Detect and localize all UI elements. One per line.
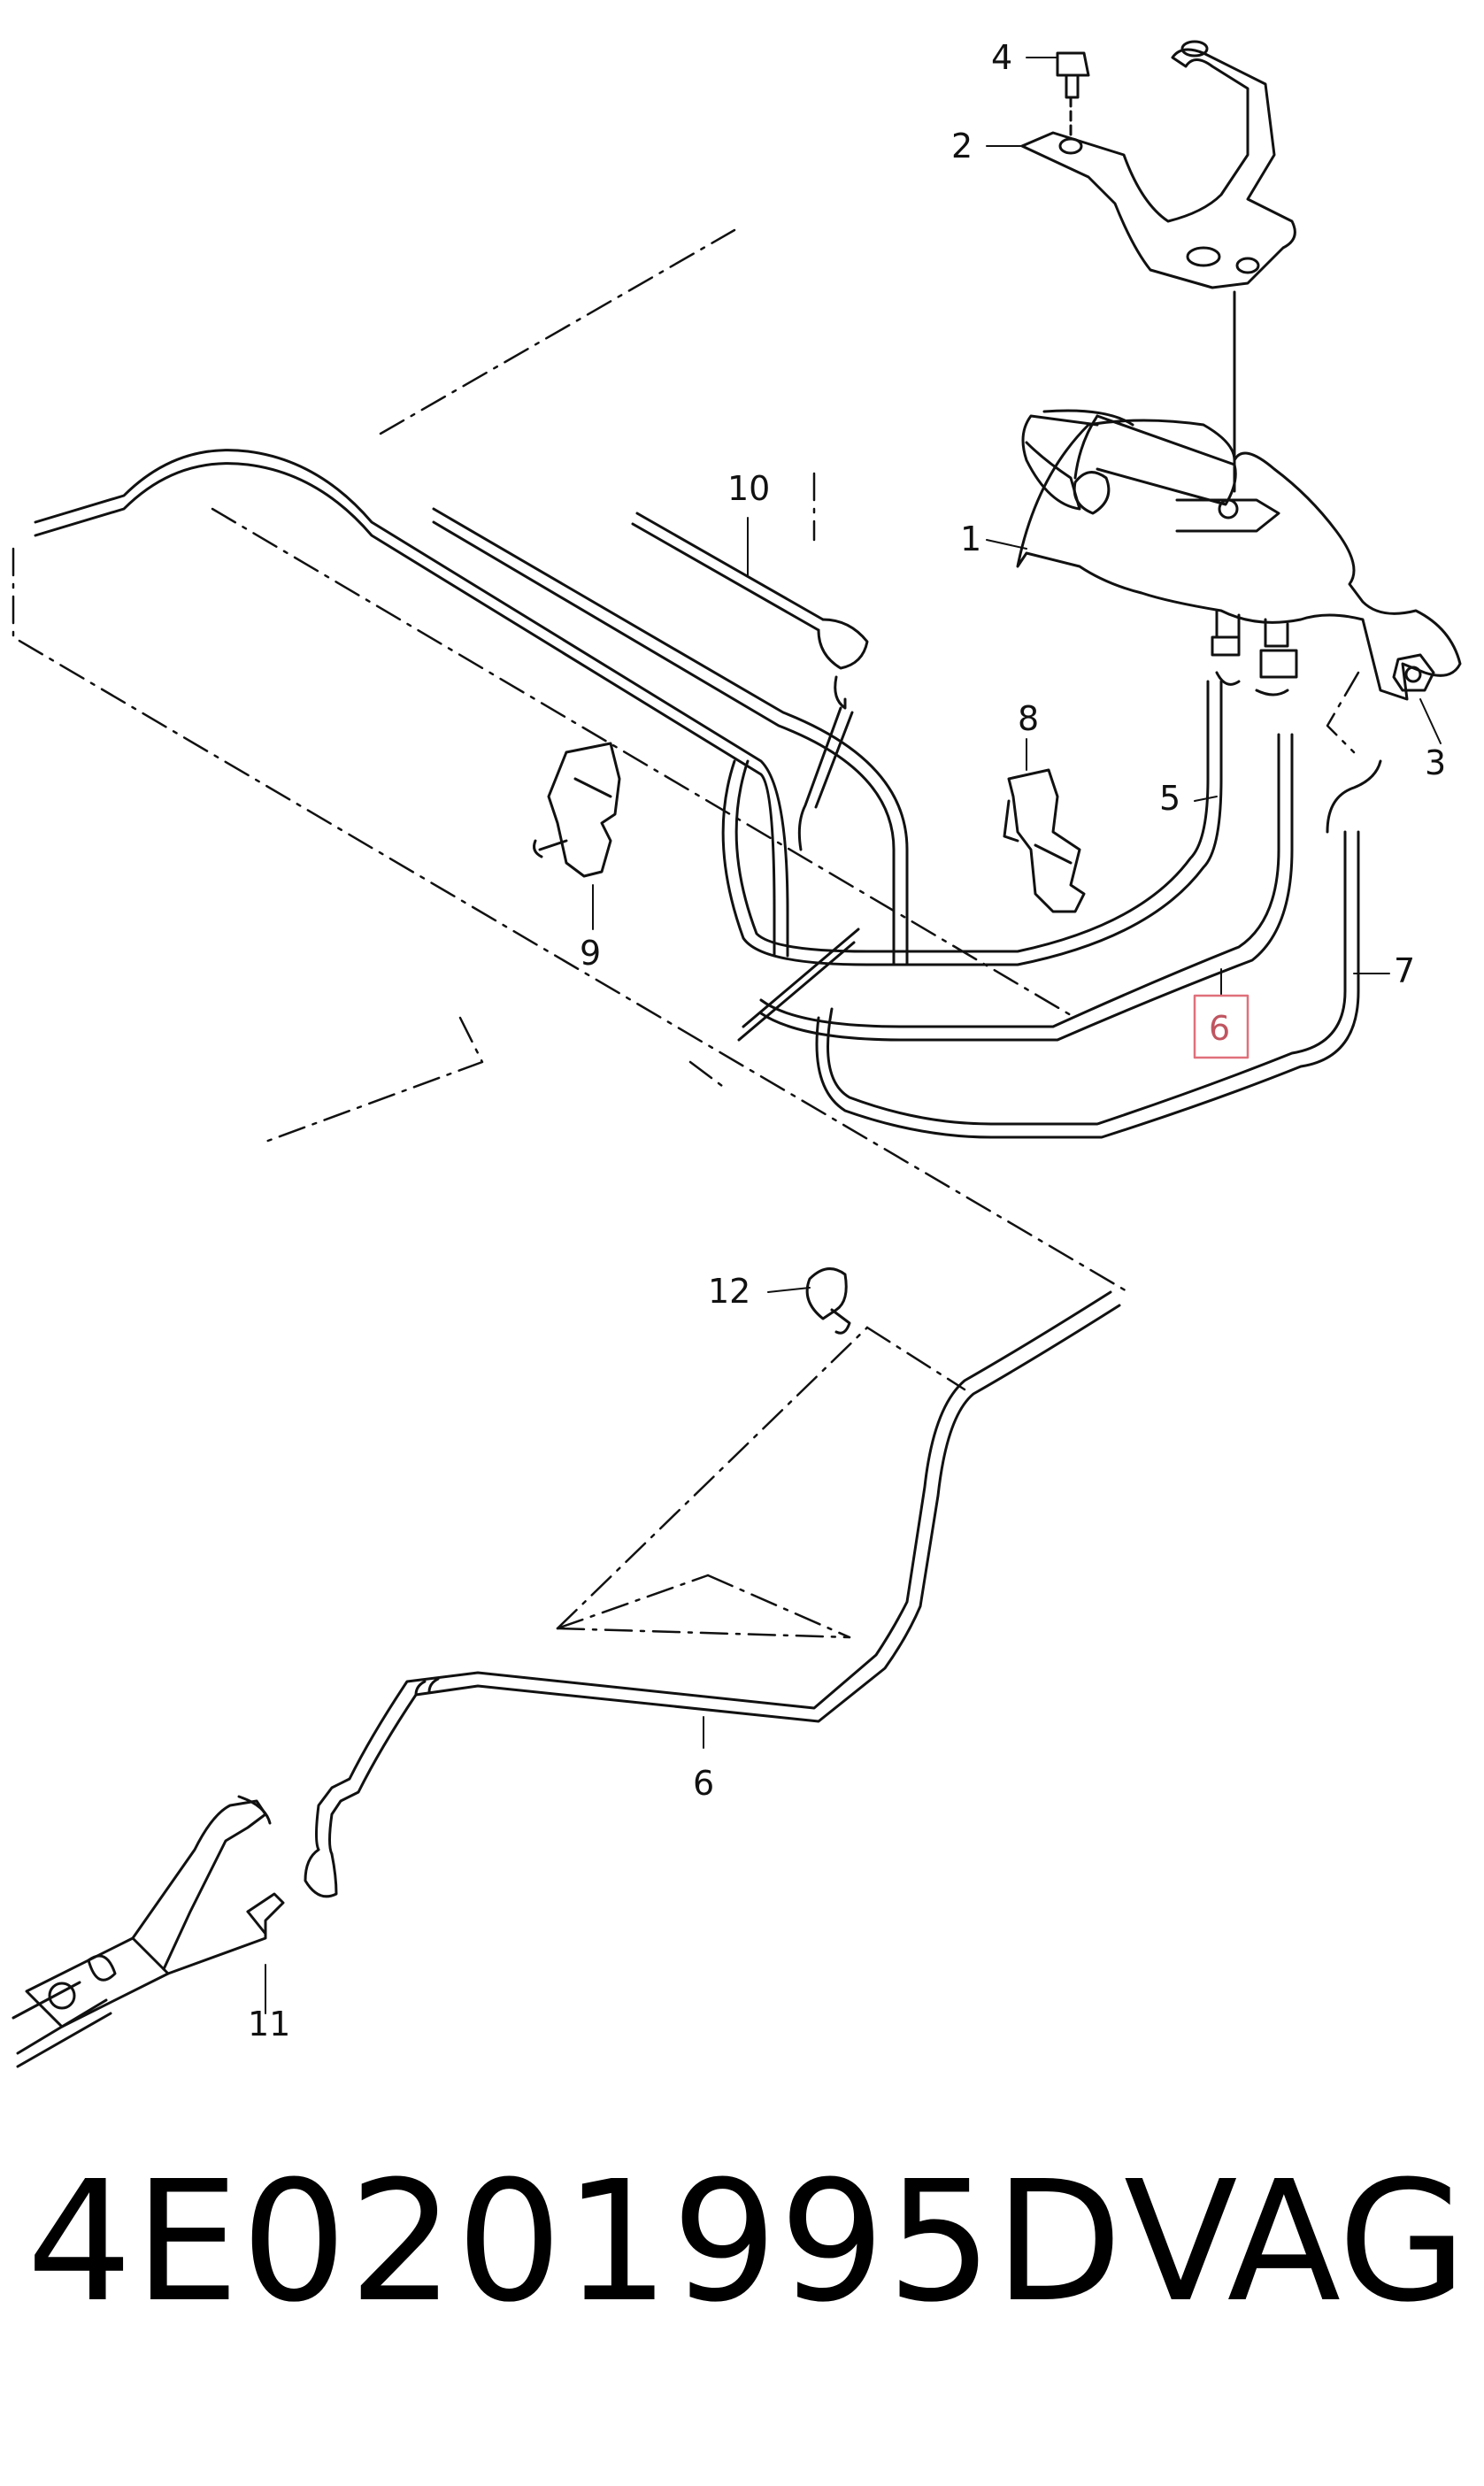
pipe-6-upper: [34, 449, 909, 1042]
leader-dashdot-lines: [12, 228, 1360, 1639]
callout-3: 3: [1425, 743, 1446, 782]
nut-3: [1392, 653, 1435, 692]
clip-8: [1003, 768, 1086, 913]
fittings-11: [12, 1795, 285, 2068]
callout-10: 10: [727, 469, 770, 508]
pipe-6-lower: [304, 1290, 1121, 1898]
pipe-10: [631, 512, 869, 851]
hoses-5-6-7: [721, 680, 1382, 1139]
callout-11: 11: [248, 2005, 290, 2043]
callout-leaders: [265, 57, 1442, 2014]
reservoir-1: [1016, 409, 1462, 701]
callout-2: 2: [951, 127, 973, 165]
callout-6-lower: 6: [693, 1764, 714, 1803]
part-number: 4E0201995D: [27, 2145, 1125, 2339]
highlight-box: [1193, 994, 1249, 1059]
callout-1: 1: [960, 520, 981, 558]
callout-9: 9: [580, 934, 601, 973]
callout-labels: 4 2 1 3 5 6 7 8 9 10 12 6 11: [248, 38, 1446, 2043]
clip-12: [805, 1267, 851, 1335]
callout-4: 4: [991, 38, 1012, 77]
callout-6-upper: 6: [1209, 1009, 1230, 1048]
bracket-2: [1020, 40, 1296, 493]
callout-8: 8: [1018, 699, 1039, 738]
callout-12: 12: [708, 1272, 750, 1311]
callout-7: 7: [1394, 951, 1415, 990]
bolt-4: [1056, 51, 1090, 139]
brand-label: VAG: [1124, 2145, 1467, 2339]
callout-5: 5: [1159, 779, 1180, 818]
clip-9: [533, 742, 621, 878]
